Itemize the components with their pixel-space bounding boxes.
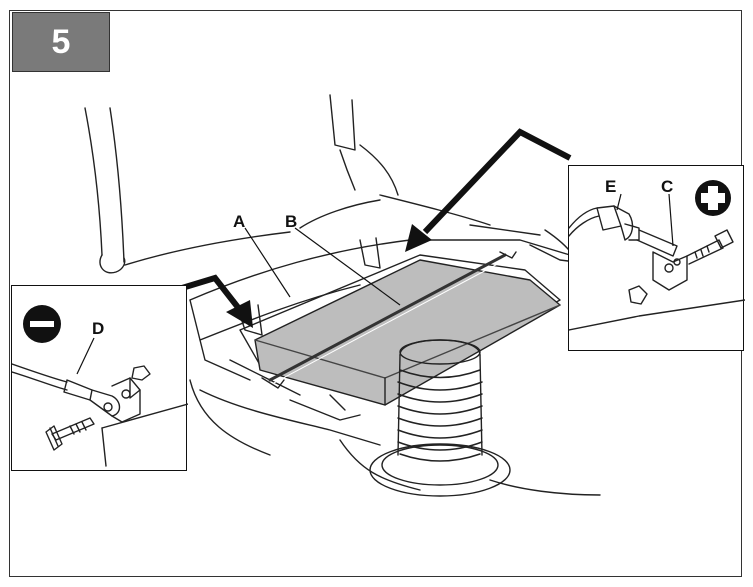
minus-circle-icon xyxy=(23,305,61,343)
label-d: D xyxy=(92,319,104,338)
step-number-badge: 5 xyxy=(12,12,110,72)
positive-terminal-inset: E C xyxy=(568,165,745,351)
label-c: C xyxy=(661,177,673,196)
plus-circle-icon xyxy=(695,180,731,216)
negative-terminal-inset: D xyxy=(11,285,188,471)
label-a: A xyxy=(233,212,245,231)
label-e: E xyxy=(605,177,616,196)
label-b: B xyxy=(285,212,297,231)
